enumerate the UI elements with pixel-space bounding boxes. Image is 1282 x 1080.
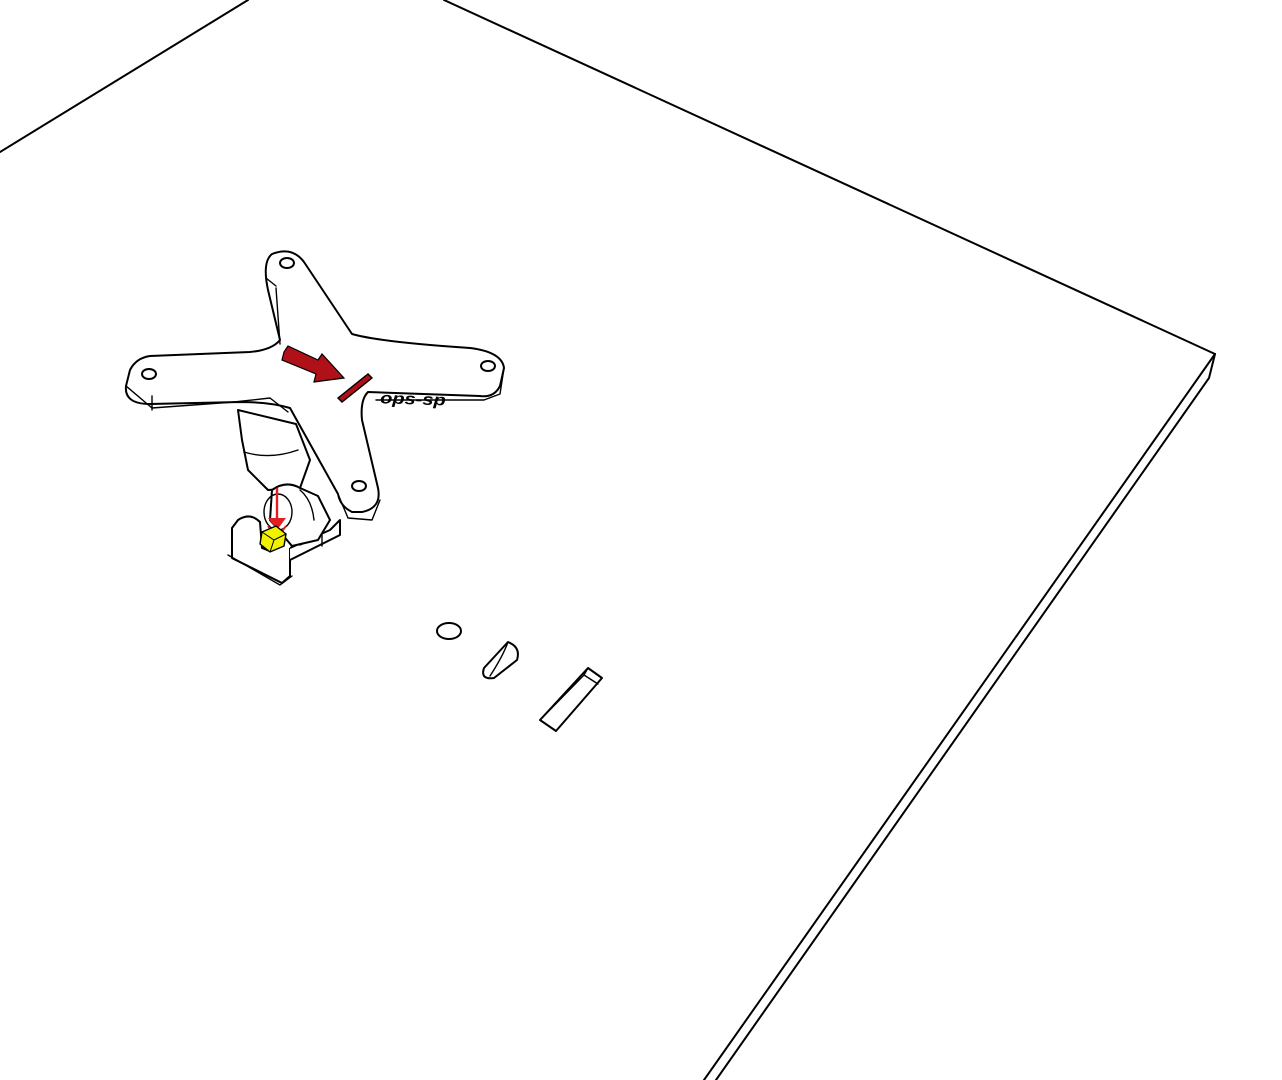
mount-hole-right — [480, 360, 496, 372]
mount-bracket: ops-sp — [124, 250, 505, 586]
plate-logo-text: ops-sp — [380, 389, 446, 409]
cross-plate: ops-sp — [124, 250, 505, 521]
mount-hole-bottom — [351, 480, 367, 492]
screw-part — [482, 641, 519, 680]
bar-part — [539, 667, 603, 732]
highlight-part — [259, 525, 287, 553]
mount-hole-left — [141, 368, 157, 380]
washer-part — [436, 622, 462, 640]
hinge-block — [237, 409, 331, 547]
plate-slot — [336, 373, 374, 403]
base-panel — [0, 0, 1216, 1080]
mount-hole-top — [279, 257, 295, 269]
small-parts — [436, 622, 603, 732]
direction-arrows — [267, 345, 346, 540]
slide-arrow — [281, 345, 346, 383]
